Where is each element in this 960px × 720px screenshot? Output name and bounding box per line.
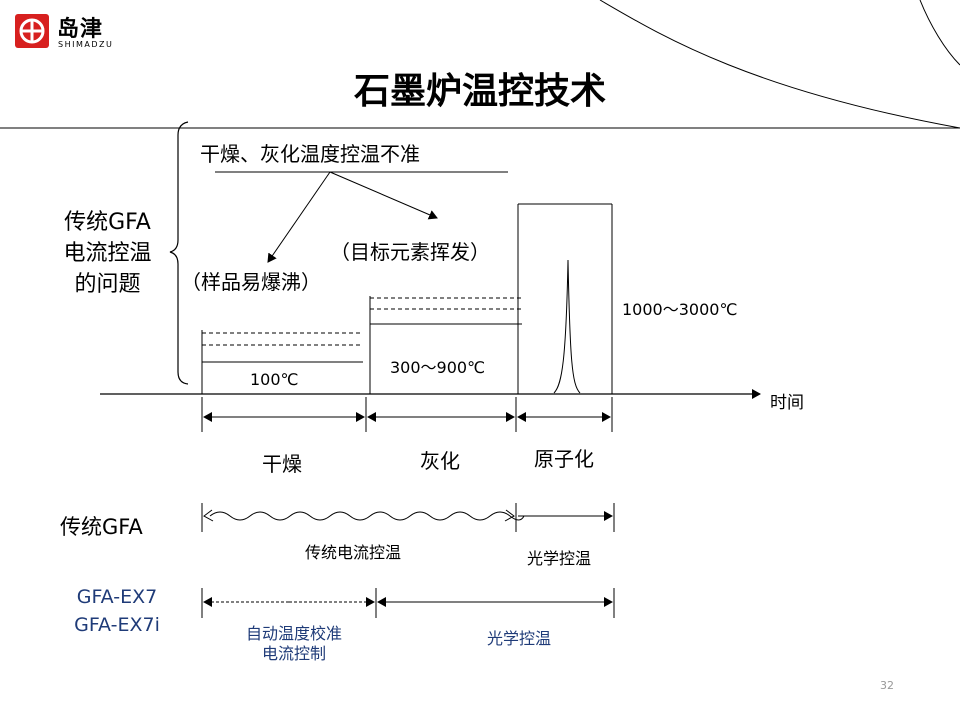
stage-dry: 干燥 [262, 452, 302, 476]
shimadzu-logo-icon [15, 14, 49, 48]
stage-atomize: 原子化 [534, 447, 594, 471]
header-curve-2 [919, 0, 960, 66]
logo-chinese-name: 岛津 [57, 17, 104, 42]
stage-ash: 灰化 [420, 449, 460, 473]
arrow-to-volatile [329, 171, 438, 220]
ex7-label-line: GFA-EX7i [74, 614, 160, 636]
problem-label-line: 传统GFA [64, 210, 151, 235]
trad-wavy-arrow-l [203, 509, 214, 522]
problem-label-line: 电流控温 [63, 241, 152, 266]
effect-volatile: （目标元素挥发） [330, 240, 490, 264]
ex7-optical-control: 光学控温 [487, 629, 552, 648]
ex7-auto-control: 自动温度校准 电流控制 [220, 624, 368, 664]
effect-boiling: （样品易爆沸） [181, 270, 321, 294]
logo-english-name: SHIMADZU [58, 40, 114, 49]
problem-label-line: 的问题 [74, 272, 141, 297]
ex7-auto-line: 自动温度校准 [245, 624, 342, 643]
time-axis-label: 时间 [770, 393, 804, 413]
trad-wavy-line [209, 511, 525, 521]
temp-atomize: 1000～3000℃ [622, 300, 738, 319]
traditional-current-control: 传统电流控温 [305, 543, 402, 562]
trad-wavy-arrow-r [504, 509, 515, 522]
problem-heading: 干燥、灰化温度控温不准 [200, 142, 420, 166]
ex7-auto-line: 电流控制 [261, 644, 326, 663]
problem-label: 传统GFA 电流控温 的问题 [40, 207, 175, 300]
ex7-label-line: GFA-EX7 [76, 586, 158, 608]
temp-dry: 100℃ [250, 370, 299, 389]
header-curve [599, 0, 960, 129]
traditional-label: 传统GFA [60, 515, 143, 539]
ex7-label: GFA-EX7 GFA-EX7i [58, 583, 176, 639]
traditional-optical-control: 光学控温 [527, 549, 592, 568]
page-number: 32 [880, 679, 894, 692]
temp-ash: 300～900℃ [390, 358, 486, 377]
atomic-peak [553, 259, 581, 394]
left-brace [169, 121, 189, 385]
arrow-to-boiling [267, 171, 331, 263]
page-title: 石墨炉温控技术 [353, 71, 606, 112]
